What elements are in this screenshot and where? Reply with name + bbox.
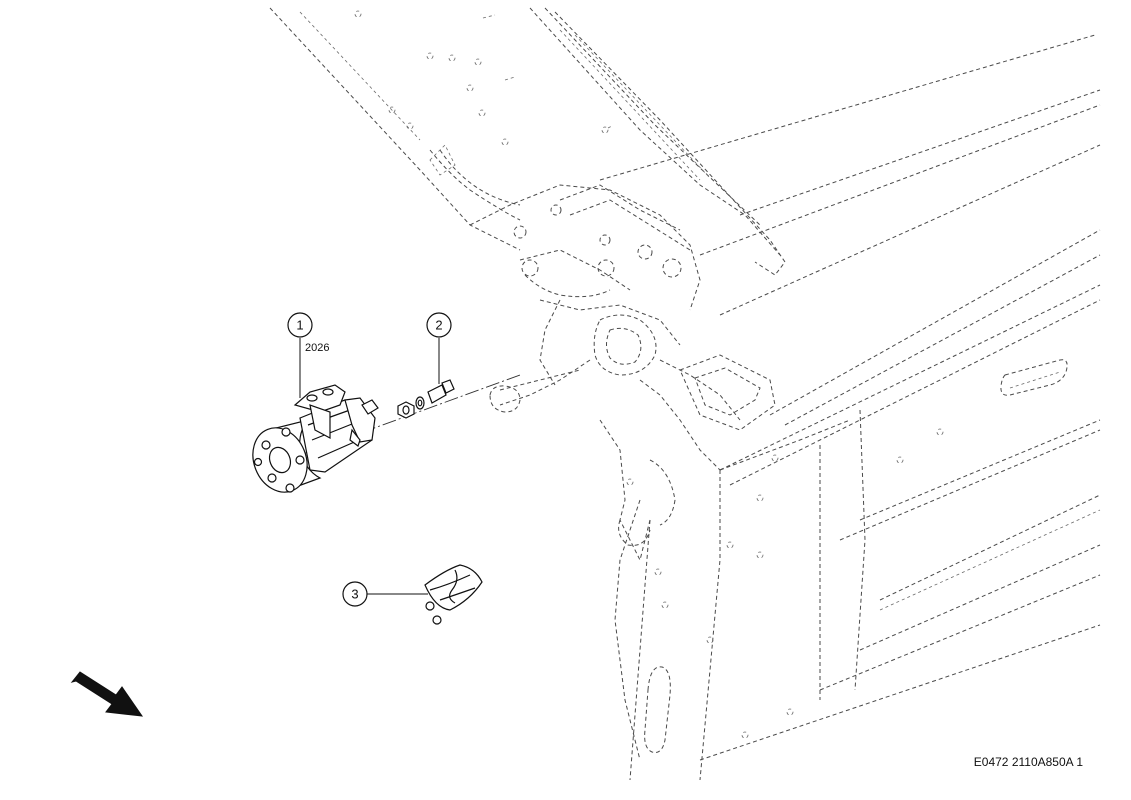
bolt-washer-set-part: [397, 379, 455, 419]
forward-arrow-icon: [70, 671, 144, 717]
hydraulic-motor-part: [252, 384, 379, 493]
callout-3[interactable]: 3: [342, 581, 368, 607]
callout-2-circle: [426, 312, 452, 338]
callout-1-ref: 2026: [305, 342, 329, 354]
drawing-reference-code: E0472 2110A850A 1: [973, 755, 1083, 769]
callout-1-circle: [287, 312, 313, 338]
chassis-frame-ghost: [269, 7, 1101, 781]
callout-2[interactable]: 2: [426, 312, 452, 338]
callout-2-number: 2: [435, 318, 442, 333]
callout-3-circle: [342, 581, 368, 607]
callout-1[interactable]: 1 2026: [287, 312, 329, 354]
callout-3-number: 3: [351, 587, 358, 602]
seal-kit-part: [424, 564, 483, 625]
callout-1-number: 1: [296, 318, 303, 333]
